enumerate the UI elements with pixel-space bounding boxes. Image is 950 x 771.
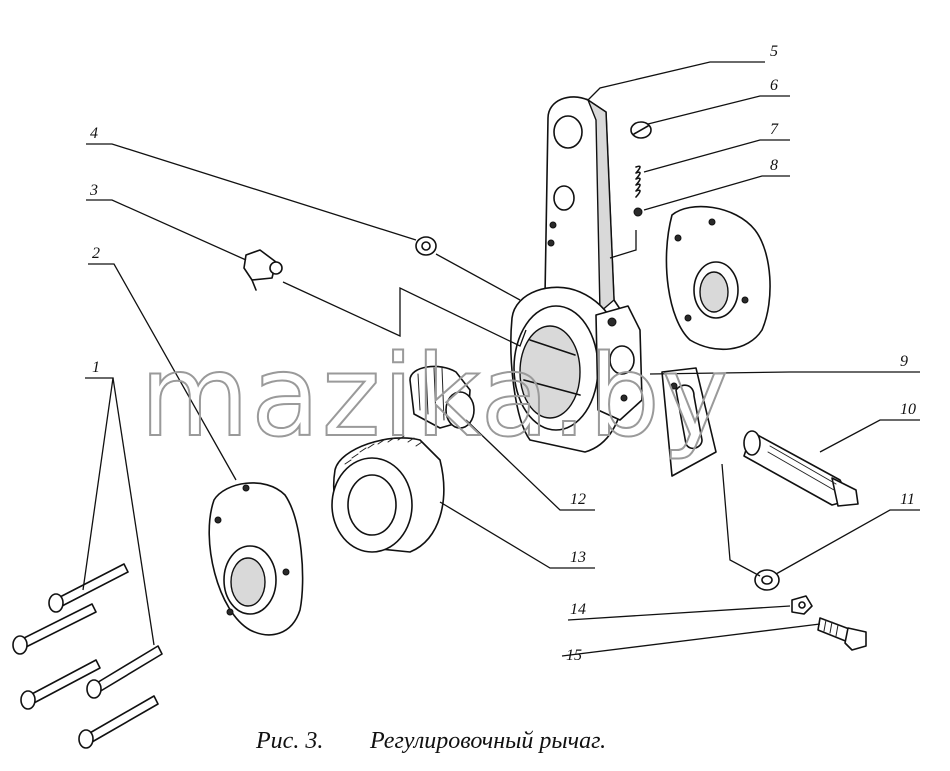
- callout-8: 8: [770, 157, 778, 174]
- callout-9: 9: [900, 353, 908, 370]
- part-1-rivets: [12, 563, 163, 749]
- part-12-worm-gear: [409, 365, 475, 429]
- callout-1: 1: [92, 359, 100, 376]
- part-2-cover-plate: [208, 482, 304, 636]
- part-5-lever: [510, 96, 643, 453]
- callout-11: 11: [900, 491, 915, 508]
- part-10-worm-shaft: [743, 430, 859, 507]
- part-8-ball: [633, 207, 643, 217]
- part-15-bolt: [817, 617, 867, 651]
- callout-numbers: 1 2 3 4 5 6 7 8 9 10 11 12 13 14 15: [89, 43, 916, 664]
- callout-7: 7: [770, 121, 779, 138]
- part-9-lock-plate: [661, 367, 717, 477]
- part-13-bushing: [331, 435, 445, 553]
- callout-5: 5: [770, 43, 778, 60]
- part-7-spring: [635, 165, 641, 198]
- part-11-washer: [754, 569, 780, 591]
- cover-plate-right: [665, 205, 771, 351]
- part-6-screw: [630, 121, 652, 139]
- leader-lines: [82, 61, 920, 657]
- part-14-nut: [791, 595, 813, 615]
- callout-3: 3: [89, 182, 98, 199]
- part-3-grease-fitting: [243, 249, 283, 291]
- callout-10: 10: [900, 401, 916, 418]
- callout-15: 15: [566, 647, 582, 664]
- callout-6: 6: [770, 77, 778, 94]
- callout-14: 14: [570, 601, 586, 618]
- callout-12: 12: [570, 491, 586, 508]
- callout-2: 2: [92, 245, 100, 262]
- callout-4: 4: [90, 125, 98, 142]
- callout-13: 13: [570, 549, 586, 566]
- caption-title: Регулировочный рычаг.: [369, 728, 606, 754]
- watermark: mazika.by: [140, 332, 730, 462]
- part-4-washer: [415, 236, 437, 256]
- caption-figure: Рис. 3.: [255, 728, 323, 754]
